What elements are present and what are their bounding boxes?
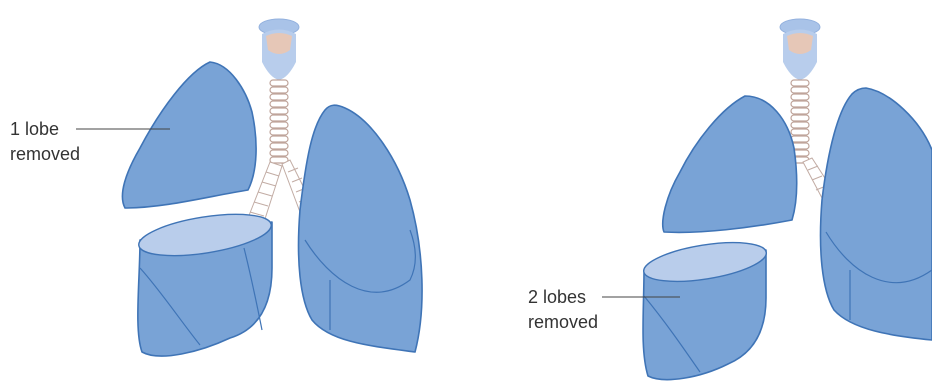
remaining-lower-lobe [136, 207, 274, 356]
panel-two-lobes-removed: 2 lobes removed [528, 19, 932, 380]
label-line-2: removed [528, 312, 598, 332]
larynx-opening [787, 33, 813, 54]
label-line-1: 1 lobe [10, 119, 59, 139]
removed-upper-lobe [663, 96, 797, 232]
label-line-1: 2 lobes [528, 287, 586, 307]
right-lung [821, 88, 932, 340]
label-line-2: removed [10, 144, 80, 164]
removed-lower-lobe [641, 236, 769, 380]
removed-upper-lobe [122, 62, 256, 208]
larynx-opening [266, 33, 292, 54]
trachea [270, 80, 288, 163]
larynx [259, 19, 299, 80]
right-lung [299, 105, 423, 352]
larynx [780, 19, 820, 80]
panel-one-lobe-removed: 1 lobe removed [10, 19, 422, 356]
